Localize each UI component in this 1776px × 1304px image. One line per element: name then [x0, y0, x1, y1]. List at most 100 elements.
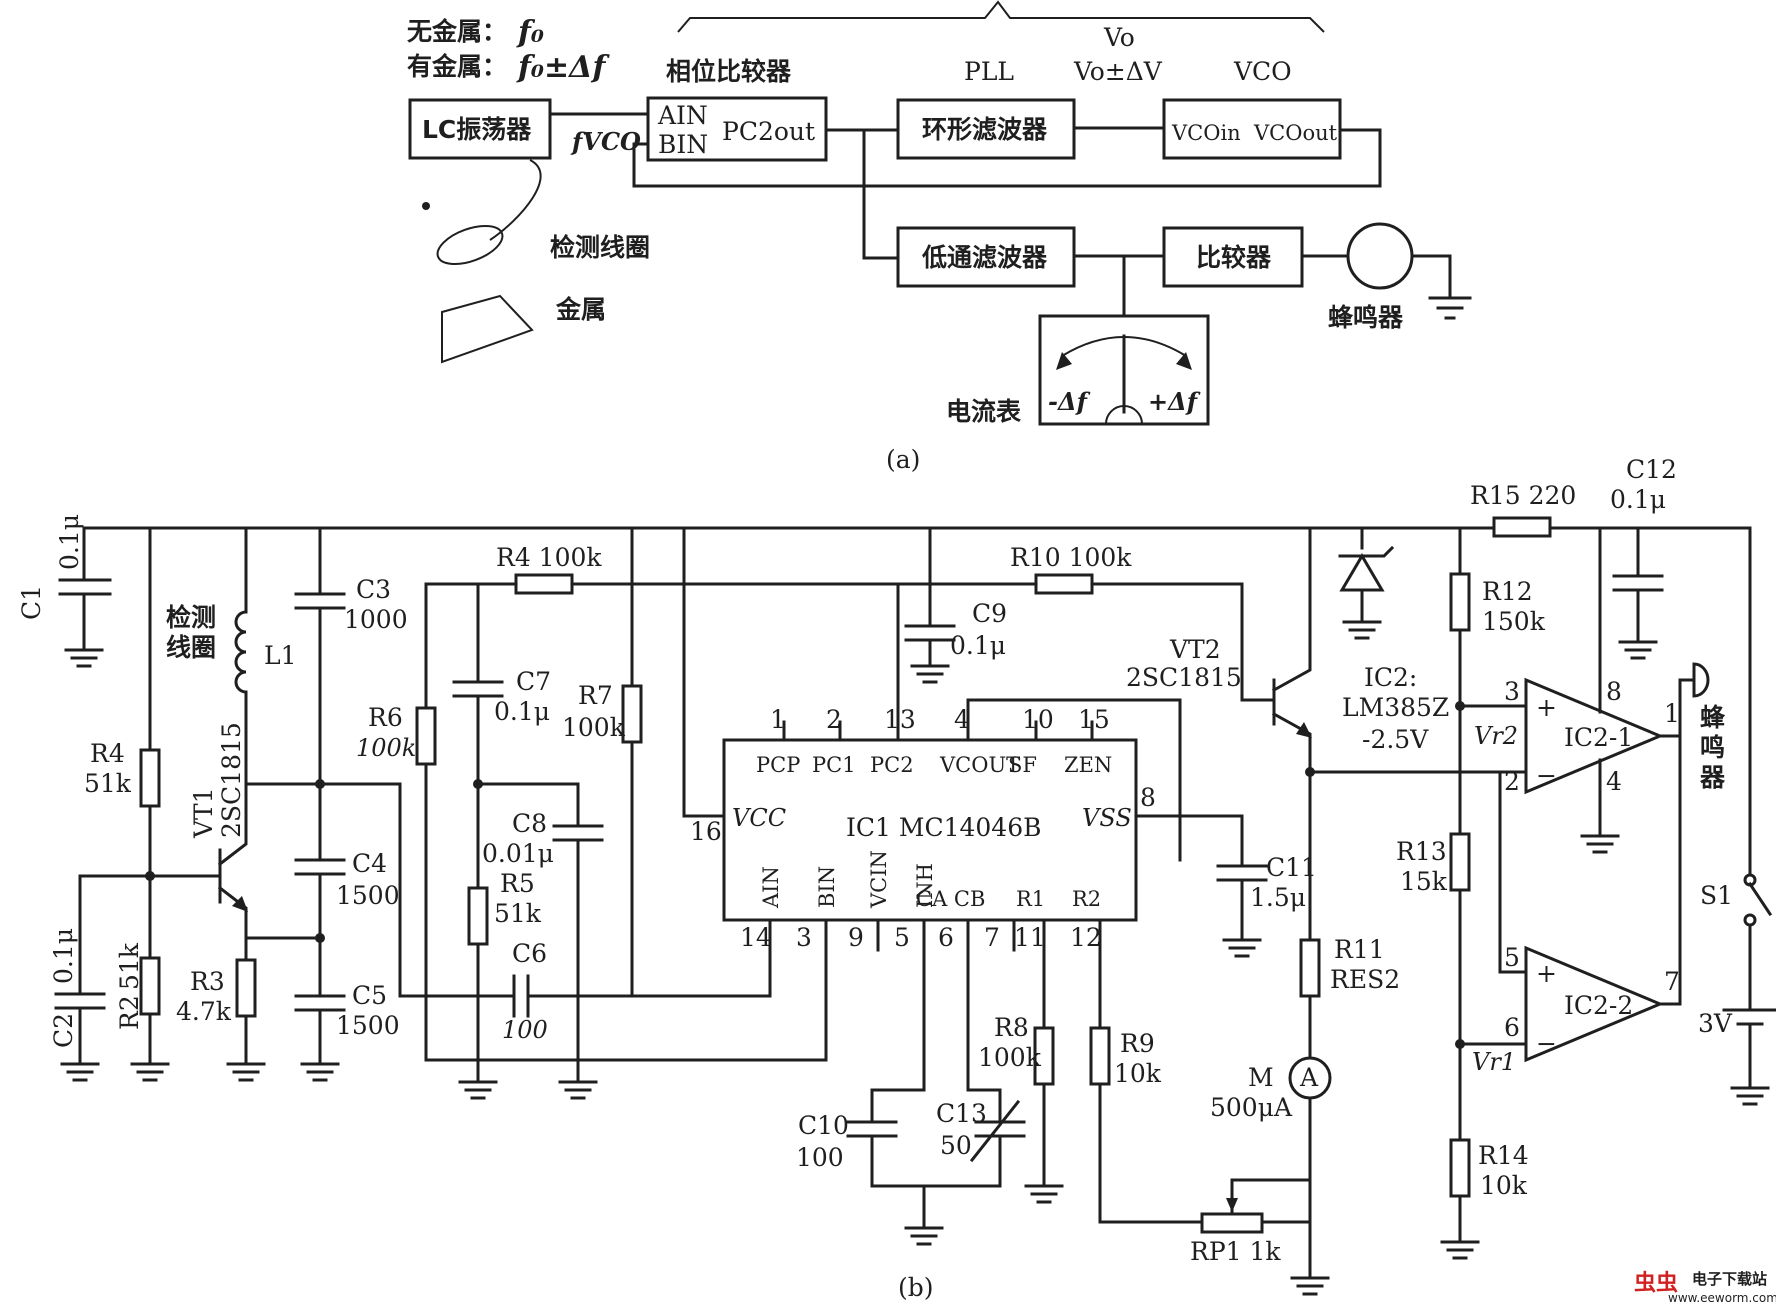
wiper-arrow [1226, 1198, 1238, 1212]
ground-icon [226, 1062, 266, 1082]
r9-value: 10k [1114, 1059, 1162, 1088]
c9-name: C9 [972, 599, 1007, 628]
vco-block [1162, 98, 1342, 160]
r8-name: R8 [994, 1013, 1029, 1042]
ic1-pin-name: PC1 [812, 753, 856, 777]
ground-icon [1024, 1184, 1064, 1204]
pin16-label: 16 [690, 817, 722, 846]
no-metal-label: 无金属： [407, 17, 507, 46]
loop-filter-label: 环形滤波器 [922, 115, 1048, 144]
vr1-label: Vr1 [1472, 1048, 1516, 1076]
r9-resistor [1089, 1026, 1111, 1086]
r15-resistor [1492, 516, 1552, 538]
r12-resistor [1449, 572, 1471, 632]
l1-name: L1 [264, 641, 297, 670]
ic2-1-label: IC2-1 [1564, 723, 1633, 752]
metal-label: 金属 [555, 295, 606, 324]
wire [1410, 254, 1452, 298]
ic1-pin-name: ZEN [1064, 753, 1112, 777]
r9-name: R9 [1120, 1029, 1155, 1058]
c2-name: C2 [49, 1013, 78, 1048]
plus-df-label: +Δf [1148, 387, 1201, 416]
buzzer-char-2: 鸣 [1700, 733, 1725, 762]
vt1-name: VT1 [189, 787, 218, 839]
c10-value: 100 [796, 1143, 844, 1172]
ground-icon [458, 1080, 498, 1100]
ic1-pin-number: 14 [740, 923, 772, 952]
r7-name: R7 [578, 681, 613, 710]
lc-oscillator-label: LC振荡器 [422, 115, 532, 144]
wire [862, 128, 900, 260]
c11-value: 1.5μ [1250, 883, 1306, 912]
ic1-pin-name: CA CB [916, 887, 985, 911]
block-diagram-a: 无金属： f₀ 有金属： f₀±Δf 相位比较器 PLL Vo Vo±ΔV VC… [407, 0, 1472, 474]
c10-name: C10 [798, 1111, 849, 1140]
buzzer-speaker-icon [1692, 662, 1710, 698]
buzzer-icon [1346, 222, 1414, 290]
ic1-pin-number: 11 [1014, 923, 1046, 952]
c5-name: C5 [352, 981, 387, 1010]
ic2-name: IC2: [1364, 663, 1417, 692]
c3-name: C3 [356, 575, 391, 604]
ground-icon [558, 1080, 598, 1100]
ic1-pin-number: 4 [954, 705, 970, 734]
plus-sign: + [1536, 693, 1557, 722]
ground-icon [300, 1062, 340, 1082]
watermark-logo: 虫虫 电子下载站 www.eeworm.com [1634, 1270, 1776, 1304]
ic2-type: LM385Z [1342, 693, 1449, 722]
r6-value: 100k [356, 734, 416, 762]
ground-icon [130, 1062, 170, 1082]
comparator-block [1162, 226, 1304, 288]
r7-resistor [621, 684, 643, 744]
ain-label: AIN [657, 101, 708, 130]
r2-value: 51k [115, 942, 144, 990]
r11-resistor [1299, 938, 1321, 998]
r11-value: RES2 [1330, 965, 1400, 994]
c12-value: 0.1μ [1610, 485, 1666, 514]
c13-value: 50 [940, 1131, 972, 1160]
s1-switch[interactable] [1747, 881, 1773, 917]
r8-value: 100k [978, 1043, 1042, 1072]
r11-name: R11 [1334, 935, 1385, 964]
r6-name: R6 [368, 703, 403, 732]
vo-label: Vo [1103, 23, 1135, 52]
brand-text: 虫虫 [1634, 1270, 1678, 1296]
dot [422, 202, 430, 210]
pin-3: 3 [1504, 677, 1520, 706]
lowpass-label: 低通滤波器 [921, 243, 1048, 272]
ic1-pin-name: AIN [759, 866, 783, 909]
ic1-pin-number: 10 [1022, 705, 1054, 734]
ic1-pin-number: 15 [1078, 705, 1110, 734]
pll-label: PLL [964, 57, 1014, 86]
vcc-label: VCC [732, 804, 786, 832]
r12-name: R12 [1482, 577, 1533, 606]
trimmer-arrow [969, 1099, 1021, 1163]
metal-icon [441, 294, 534, 364]
r5-name: R5 [500, 869, 535, 898]
c1-value: 0.1μ [55, 514, 84, 570]
ground-icon [1440, 1240, 1480, 1260]
comparator-label: 比较器 [1196, 243, 1272, 272]
r4-value: 51k [84, 769, 132, 798]
r3-resistor [235, 958, 257, 1018]
vss-label: VSS [1082, 804, 1132, 832]
plus-sign: + [1536, 959, 1557, 988]
vo-delta-label: Vo±ΔV [1073, 57, 1163, 86]
vco-in-label: VCOin [1171, 121, 1241, 145]
emitter-arrow [232, 896, 248, 912]
bin-label: BIN [658, 130, 708, 159]
ic1-pin-name: VCOUT [939, 753, 1020, 777]
r4-name: R4 [90, 739, 125, 768]
c6-value: 100 [502, 1016, 548, 1044]
ic1-chip [722, 738, 1138, 922]
minus-sign: − [1536, 761, 1557, 790]
ic1-pin-name: PCP [756, 753, 800, 777]
site-name: 电子下载站 [1692, 1270, 1767, 1288]
meter-value: 500μA [1210, 1093, 1293, 1122]
ic1-pin-number: 9 [848, 923, 864, 952]
vr2-label: Vr2 [1474, 722, 1518, 750]
ic1-pin-number: 12 [1070, 923, 1102, 952]
r7-value: 100k [562, 713, 626, 742]
